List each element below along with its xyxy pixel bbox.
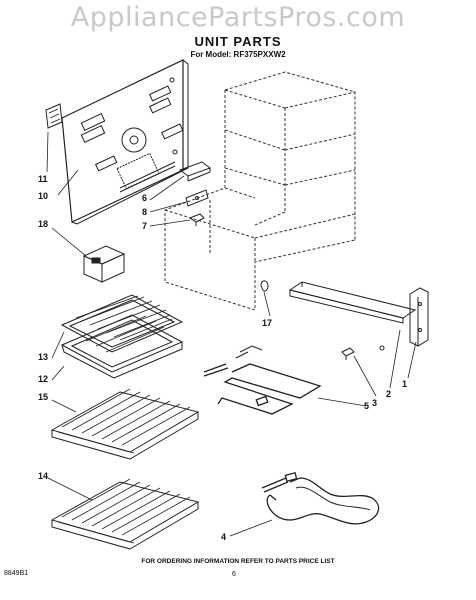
callout-17: 17 bbox=[262, 318, 273, 328]
side-cover-panel bbox=[410, 288, 428, 346]
callout-1: 1 bbox=[402, 379, 408, 389]
callout-8: 8 bbox=[142, 207, 148, 217]
model-label: For Model: RF375PXXW2 bbox=[190, 50, 286, 59]
callout-11: 11 bbox=[38, 174, 48, 184]
sensor-bracket bbox=[180, 162, 210, 181]
diagram-title: UNIT PARTS bbox=[194, 34, 282, 49]
callout-2: 2 bbox=[386, 389, 392, 399]
callout-12: 12 bbox=[38, 374, 49, 384]
rear-panel bbox=[62, 60, 188, 224]
oven-rack-lower bbox=[52, 479, 198, 549]
element-support-rail bbox=[290, 282, 415, 323]
insulation-strip bbox=[46, 104, 62, 128]
callout-13: 13 bbox=[38, 352, 49, 362]
terminal-block bbox=[84, 246, 124, 282]
wire-clip bbox=[261, 281, 268, 291]
callout-3: 3 bbox=[372, 398, 378, 408]
watermark-text: AppliancePartsPros.com bbox=[70, 2, 406, 33]
small-screw bbox=[380, 346, 384, 350]
page-number: 6 bbox=[232, 571, 236, 578]
callout-4: 4 bbox=[221, 532, 227, 542]
callout-15: 15 bbox=[38, 392, 49, 402]
leader-lines bbox=[47, 132, 416, 536]
callout-5: 5 bbox=[364, 401, 370, 411]
sensor-clip bbox=[190, 214, 204, 226]
callout-10: 10 bbox=[38, 191, 49, 201]
sensor-plate bbox=[186, 190, 208, 206]
broil-pan-grid bbox=[62, 295, 182, 352]
bracket-clip bbox=[342, 348, 354, 360]
broil-element bbox=[204, 346, 320, 414]
callout-18: 18 bbox=[38, 219, 49, 229]
callout-6: 6 bbox=[142, 193, 148, 203]
callout-14: 14 bbox=[38, 471, 49, 481]
callout-7: 7 bbox=[142, 221, 148, 231]
oven-cavity-outline bbox=[165, 72, 355, 310]
oven-rack-upper bbox=[52, 389, 198, 459]
bake-element bbox=[262, 473, 379, 524]
broil-pan bbox=[62, 315, 182, 378]
ordering-note: FOR ORDERING INFORMATION REFER TO PARTS … bbox=[141, 558, 335, 565]
diagram-code: 8849B1 bbox=[4, 570, 29, 577]
